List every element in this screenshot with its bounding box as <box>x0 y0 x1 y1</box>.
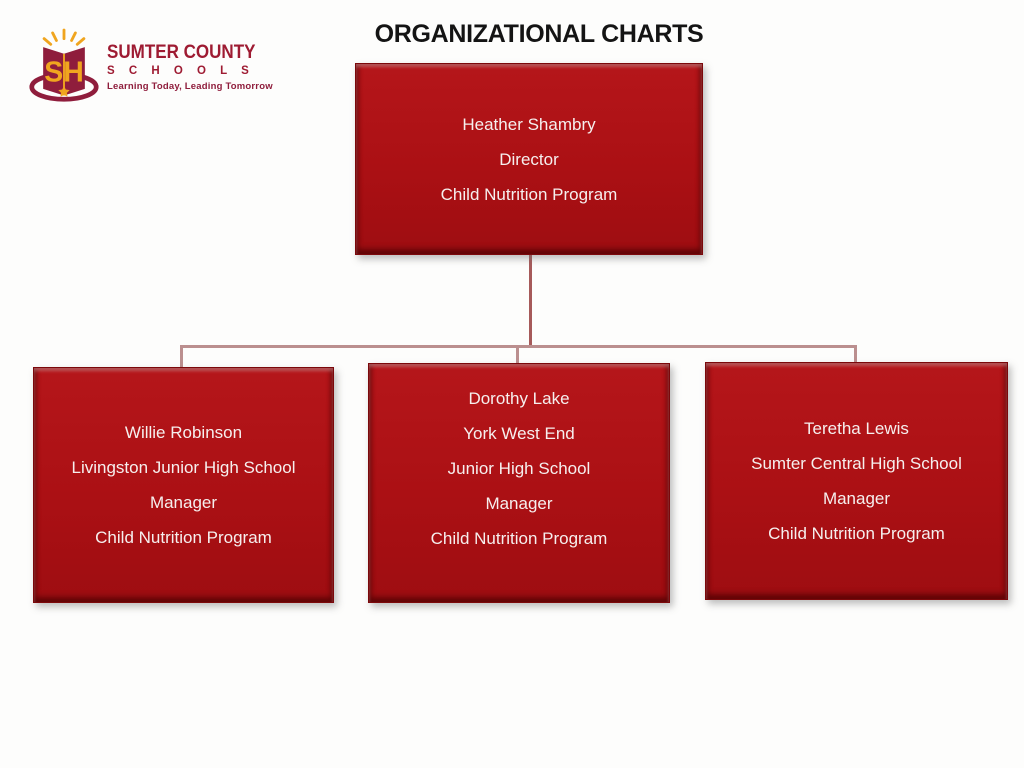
org-node-livingston-manager: Willie Robinson Livingston Junior High S… <box>33 367 334 603</box>
person-role: Manager <box>149 493 218 512</box>
person-name: Willie Robinson <box>124 423 243 442</box>
person-name: Dorothy Lake <box>468 388 570 408</box>
person-school: Livingston Junior High School <box>71 458 296 477</box>
person-school: Sumter Central High School <box>751 454 962 473</box>
connector-drop-middle <box>516 348 519 363</box>
person-school-2: Junior High School <box>447 458 591 478</box>
page-title: ORGANIZATIONAL CHARTS <box>374 20 704 48</box>
sun-rays-icon <box>42 28 86 46</box>
person-role: Manager <box>822 489 891 508</box>
org-node-york-west-end-manager: Dorothy Lake York West End Junior High S… <box>368 363 670 603</box>
school-tagline: Learning Today, Leading Tomorrow <box>107 81 273 92</box>
connector-horizontal-bar <box>180 345 857 348</box>
school-name: SUMTER COUNTY <box>107 40 256 63</box>
school-name-sub: S C H O O L S <box>107 65 255 77</box>
person-role: Director <box>499 149 559 169</box>
star-icon <box>58 86 70 97</box>
person-program: Child Nutrition Program <box>768 524 945 543</box>
connector-drop-left <box>180 348 183 367</box>
logo-monogram: SH <box>44 56 83 88</box>
person-name: Heather Shambry <box>462 114 596 134</box>
org-node-sumter-central-manager: Teretha Lewis Sumter Central High School… <box>705 362 1008 600</box>
person-school: York West End <box>463 423 575 443</box>
person-program: Child Nutrition Program <box>430 528 608 548</box>
school-logo-book-icon: SH <box>29 28 99 102</box>
connector-root-vertical <box>529 255 532 346</box>
org-node-director: Heather Shambry Director Child Nutrition… <box>355 63 703 255</box>
school-logo-text: SUMTER COUNTY S C H O O L S Learning Tod… <box>107 40 273 92</box>
person-program: Child Nutrition Program <box>440 184 618 204</box>
person-program: Child Nutrition Program <box>95 528 272 547</box>
person-name: Teretha Lewis <box>804 419 909 438</box>
connector-drop-right <box>854 348 857 362</box>
person-role: Manager <box>485 493 553 513</box>
school-logo: SH SUMTER COUNTY S C H O O L S Learning … <box>28 28 273 108</box>
